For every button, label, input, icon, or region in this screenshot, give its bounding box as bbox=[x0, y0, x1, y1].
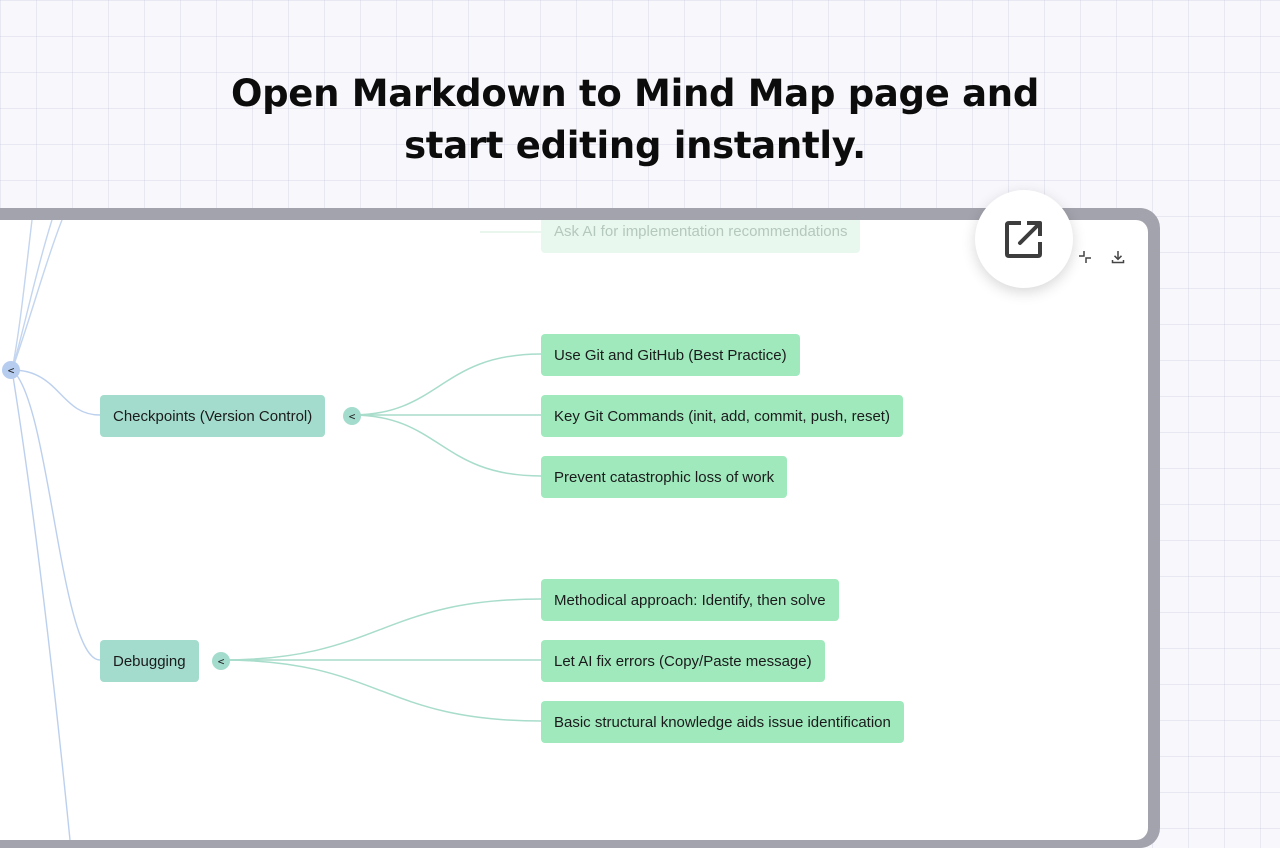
edge-root-bottom bbox=[11, 369, 71, 840]
node-label: Basic structural knowledge aids issue id… bbox=[554, 713, 891, 731]
edge-root-top-1 bbox=[11, 220, 53, 371]
mind-map-node-ai-fix[interactable]: Let AI fix errors (Copy/Paste message) bbox=[541, 640, 825, 682]
mind-map-node-debugging[interactable]: Debugging bbox=[100, 640, 199, 682]
headline-line-2: start editing instantly. bbox=[404, 124, 866, 167]
toggle-label: < bbox=[217, 654, 225, 668]
mind-map-node-git-commands[interactable]: Key Git Commands (init, add, commit, pus… bbox=[541, 395, 903, 437]
node-label: Checkpoints (Version Control) bbox=[113, 407, 313, 425]
collapse-icon[interactable] bbox=[1074, 246, 1096, 268]
mind-map-node-git-github[interactable]: Use Git and GitHub (Best Practice) bbox=[541, 334, 800, 376]
node-label: Use Git and GitHub (Best Practice) bbox=[554, 346, 787, 364]
mind-map-edges bbox=[11, 220, 542, 840]
edge-root-debugging bbox=[11, 369, 101, 661]
collapse-icon-glyph bbox=[1079, 251, 1091, 263]
mind-map-canvas[interactable]: Ask AI for implementation recommendation… bbox=[0, 220, 1148, 840]
node-label: Ask AI for implementation recommendation… bbox=[554, 223, 848, 240]
edge-root-checkpoints bbox=[11, 369, 101, 416]
node-label: Let AI fix errors (Copy/Paste message) bbox=[554, 652, 812, 670]
mind-map-node-checkpoints[interactable]: Checkpoints (Version Control) bbox=[100, 395, 326, 437]
toggle-label: < bbox=[348, 409, 356, 423]
edge-debugging-1 bbox=[221, 598, 542, 661]
edge-root-top-2 bbox=[11, 220, 63, 371]
mind-map-node-methodical[interactable]: Methodical approach: Identify, then solv… bbox=[541, 579, 839, 621]
checkpoints-collapse-toggle[interactable]: < bbox=[343, 407, 361, 425]
edge-checkpoints-1 bbox=[351, 353, 542, 416]
root-collapse-toggle[interactable]: < bbox=[2, 361, 20, 379]
node-label: Methodical approach: Identify, then solv… bbox=[554, 591, 826, 609]
mind-map-node-structural-knowledge[interactable]: Basic structural knowledge aids issue id… bbox=[541, 701, 904, 743]
mind-map-node-partial[interactable]: Ask AI for implementation recommendation… bbox=[541, 220, 861, 253]
open-external-icon bbox=[1005, 221, 1042, 258]
mind-map-node-prevent-loss[interactable]: Prevent catastrophic loss of work bbox=[541, 456, 788, 498]
open-mind-map-page-button[interactable] bbox=[975, 190, 1073, 288]
download-icon[interactable] bbox=[1107, 246, 1129, 268]
edge-debugging-3 bbox=[221, 659, 542, 722]
edge-root-top-3 bbox=[11, 220, 33, 371]
node-label: Prevent catastrophic loss of work bbox=[554, 468, 775, 486]
toggle-label: < bbox=[7, 363, 15, 377]
page-headline: Open Markdown to Mind Map page and start… bbox=[0, 68, 1270, 172]
edge-checkpoints-3 bbox=[351, 414, 542, 477]
headline-line-1: Open Markdown to Mind Map page and bbox=[230, 72, 1040, 115]
node-label: Debugging bbox=[113, 652, 186, 670]
download-icon-glyph bbox=[1111, 251, 1125, 264]
node-label: Key Git Commands (init, add, commit, pus… bbox=[554, 407, 890, 425]
debugging-collapse-toggle[interactable]: < bbox=[212, 652, 230, 670]
